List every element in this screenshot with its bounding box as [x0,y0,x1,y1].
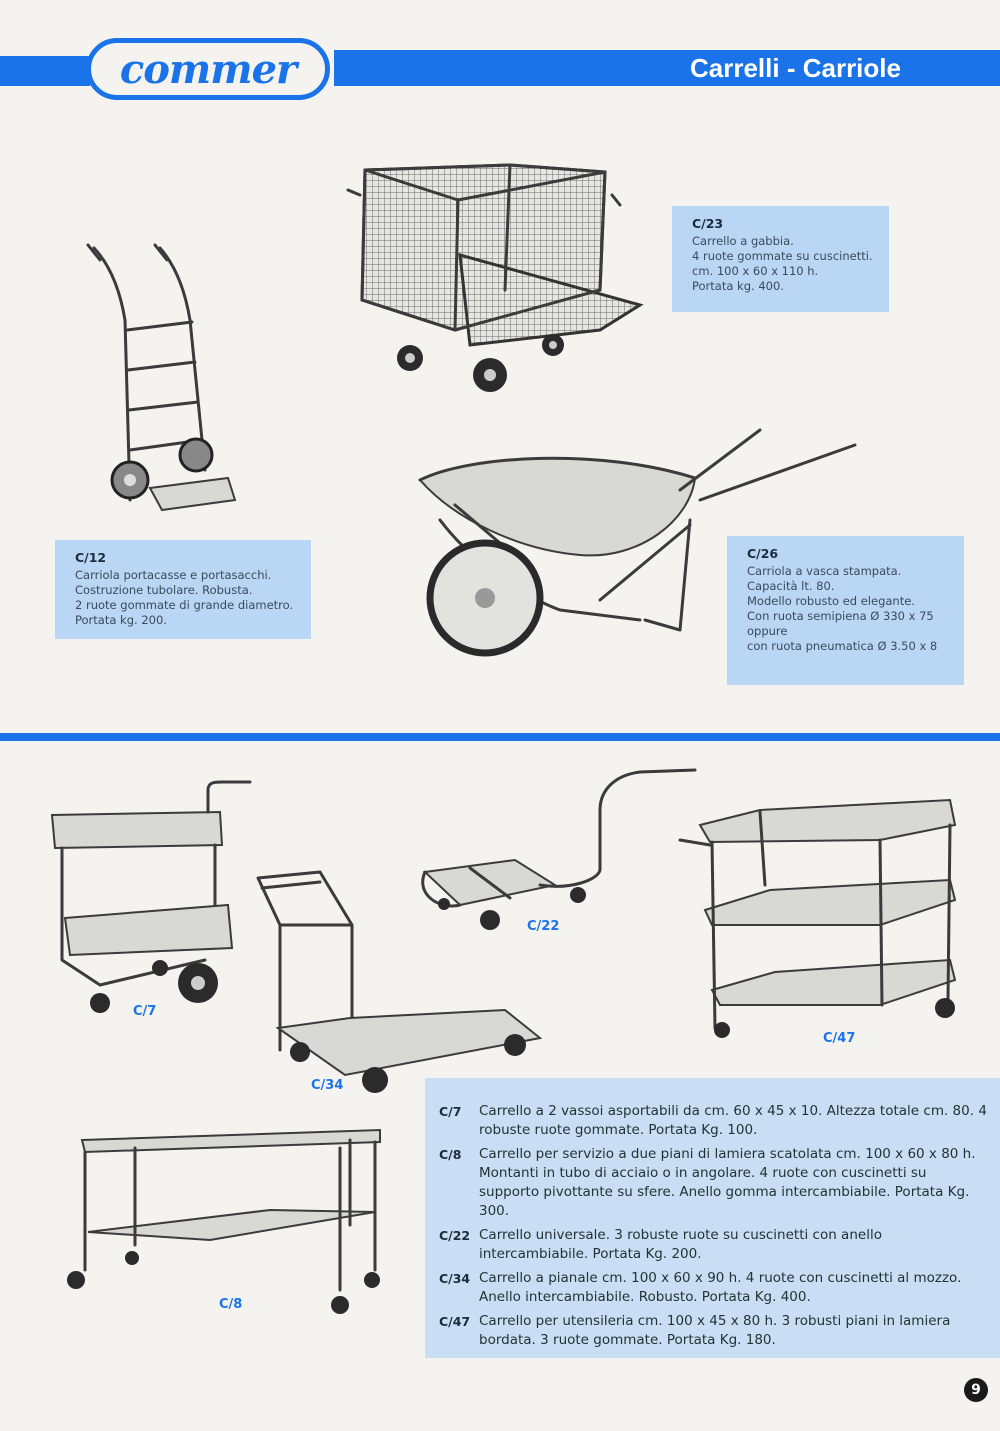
product-code: C/26 [747,546,779,561]
product-line: Capacità lt. 80. [747,579,835,593]
caption-c7: C/7 [133,1004,157,1019]
description-item: C/22 Carrello universale. 3 robuste ruot… [439,1226,988,1264]
wheelbarrow-c26-illustration [418,428,857,657]
product-line: con ruota pneumatica Ø 3.50 x 8 [747,639,938,653]
description-code: C/47 [439,1314,471,1329]
product-line: 4 ruote gommate su cuscinetti. [692,249,873,263]
description-item: C/47 Carrello per utensileria cm. 100 x … [439,1312,988,1350]
section-divider [0,733,1000,741]
description-item: C/34 Carrello a pianale cm. 100 x 60 x 9… [439,1269,988,1307]
product-line: Modello robusto ed elegante. [747,594,915,608]
tray-cart-c7-illustration [50,780,252,1013]
cage-cart-c23-illustration [346,163,644,392]
service-cart-c8-illustration [67,1128,381,1314]
description-text: Carrello a pianale cm. 100 x 60 x 90 h. … [479,1270,962,1305]
header-bar-left [0,56,90,86]
product-line: 2 ruote gommate di grande diametro. [75,598,294,612]
description-code: C/8 [439,1147,462,1162]
product-line: Con ruota semipiena Ø 330 x 75 [747,609,934,623]
product-line: cm. 100 x 60 x 110 h. [692,264,819,278]
description-text: Carrello per utensileria cm. 100 x 45 x … [479,1313,951,1348]
tool-cart-c47-illustration [678,798,957,1038]
product-code: C/12 [75,550,107,565]
universal-cart-c22-illustration [421,768,697,930]
product-line: Carriola portacasse e portasacchi. [75,568,272,582]
description-code: C/22 [439,1228,471,1243]
product-line: oppure [747,624,788,638]
caption-c47: C/47 [823,1031,856,1046]
description-text: Carrello per servizio a due piani di lam… [479,1146,976,1219]
product-box-c23: C/23 Carrello a gabbia. 4 ruote gommate … [672,206,889,312]
product-box-c12: C/12 Carriola portacasse e portasacchi. … [55,540,311,639]
product-code: C/23 [692,216,724,231]
product-box-c26: C/26 Carriola a vasca stampata. Capacità… [727,536,964,685]
logo-text: commer [119,45,297,93]
page-title: Carrelli - Carriole [690,53,901,83]
product-line: Carriola a vasca stampata. [747,564,902,578]
description-code: C/7 [439,1104,462,1119]
product-line: Carrello a gabbia. [692,234,794,248]
description-item: C/7 Carrello a 2 vassoi asportabili da c… [439,1102,988,1140]
description-box: C/7 Carrello a 2 vassoi asportabili da c… [425,1078,1000,1358]
caption-c8: C/8 [219,1297,243,1312]
platform-cart-c34-illustration [256,870,543,1093]
description-item: C/8 Carrello per servizio a due piani di… [439,1145,988,1221]
description-text: Carrello universale. 3 robuste ruote su … [479,1227,882,1262]
page-number: 9 [964,1378,988,1402]
caption-c22: C/22 [527,919,560,934]
caption-c34: C/34 [311,1078,344,1093]
product-line: Portata kg. 400. [692,279,784,293]
description-text: Carrello a 2 vassoi asportabili da cm. 6… [479,1103,987,1138]
product-line: Portata kg. 200. [75,613,167,627]
brand-logo: commer [86,38,330,100]
hand-truck-c12-illustration [86,243,237,512]
description-code: C/34 [439,1271,471,1286]
header-bar-right [334,50,1000,86]
product-line: Costruzione tubolare. Robusta. [75,583,253,597]
